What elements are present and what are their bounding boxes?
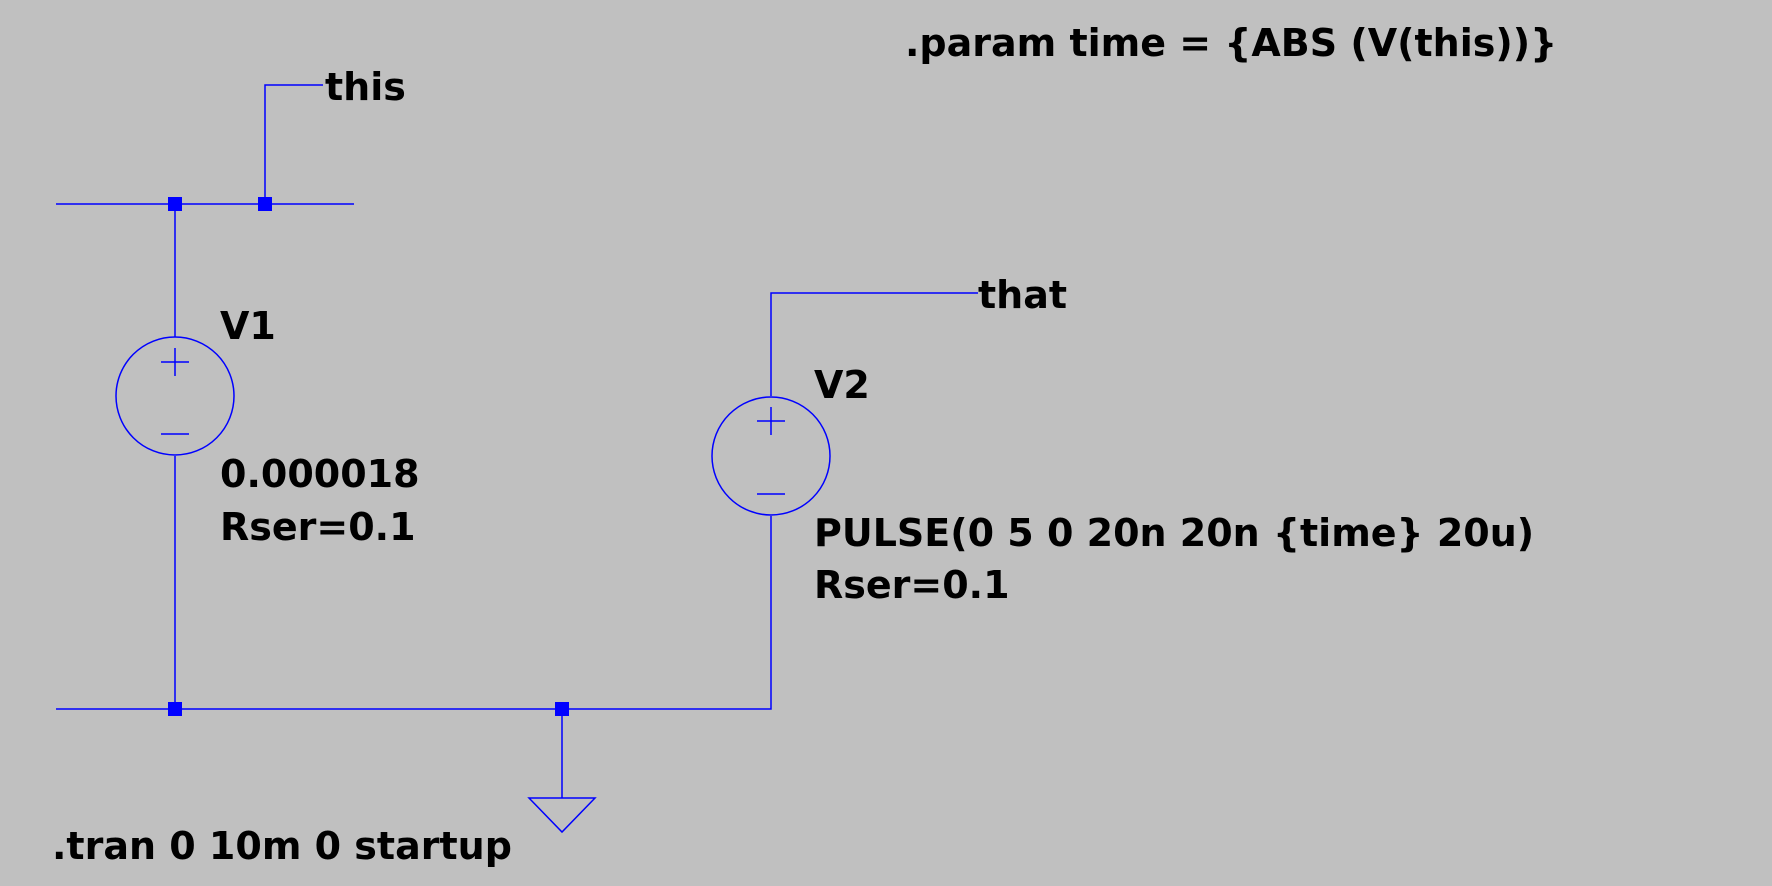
junction-dot bbox=[258, 197, 272, 211]
v1-value-label[interactable]: 0.000018 bbox=[220, 452, 420, 496]
v2-source-circle bbox=[711, 396, 831, 516]
v2-rser-label[interactable]: Rser=0.1 bbox=[814, 563, 1010, 607]
v1-source-circle bbox=[115, 336, 235, 456]
v1-rser-label[interactable]: Rser=0.1 bbox=[220, 505, 416, 549]
junction-dot bbox=[168, 702, 182, 716]
net-label-that[interactable]: that bbox=[978, 273, 1068, 317]
v1-voltage-source[interactable] bbox=[115, 336, 235, 456]
net-label-this[interactable]: this bbox=[325, 65, 406, 109]
wire-v2-top[interactable] bbox=[770, 292, 978, 396]
v2-name-label[interactable]: V2 bbox=[814, 363, 870, 407]
v2-value-label[interactable]: PULSE(0 5 0 20n 20n {time} 20u) bbox=[814, 511, 1535, 555]
tran-directive[interactable]: .tran 0 10m 0 startup bbox=[52, 824, 512, 868]
param-directive[interactable]: .param time = {ABS (V(this))} bbox=[905, 21, 1558, 65]
wire-this-label[interactable] bbox=[264, 84, 323, 204]
wire-bottom-rail[interactable] bbox=[56, 516, 772, 710]
junction-dot bbox=[168, 197, 182, 211]
v1-name-label[interactable]: V1 bbox=[220, 304, 276, 348]
junction-dot bbox=[555, 702, 569, 716]
v2-voltage-source[interactable] bbox=[711, 396, 831, 516]
ground-symbol[interactable] bbox=[527, 797, 597, 834]
